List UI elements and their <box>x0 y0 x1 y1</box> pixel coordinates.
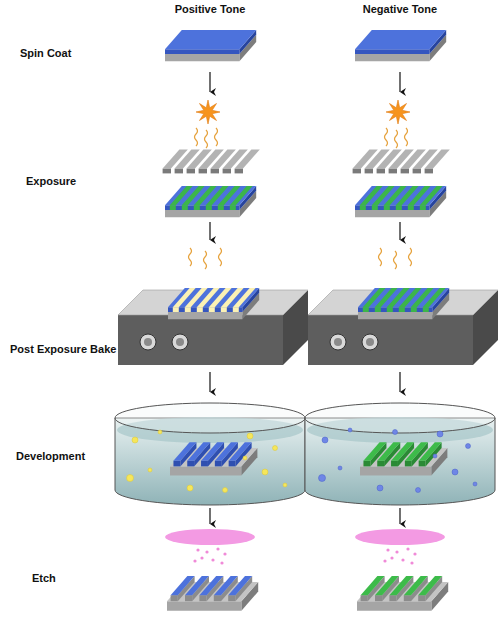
developer-dish <box>305 403 495 505</box>
plasma-etch <box>355 529 445 565</box>
light-wave <box>385 128 388 146</box>
step-label: Development <box>16 450 85 463</box>
bubble <box>466 444 471 449</box>
column-heading: Negative Tone <box>363 3 437 16</box>
step-label: Post Exposure Bake <box>10 343 116 356</box>
exposed-wafer <box>355 186 446 217</box>
photomask <box>163 149 260 173</box>
negative-column <box>305 30 498 611</box>
heat-wave <box>189 248 192 266</box>
bubble <box>437 431 443 437</box>
bubble <box>158 430 162 434</box>
bubble <box>247 433 253 439</box>
light-wave <box>405 128 408 146</box>
step-label: Etch <box>32 572 56 585</box>
step-label: Exposure <box>26 175 76 188</box>
step-label: Spin Coat <box>20 47 71 60</box>
step-arrow <box>399 72 400 92</box>
step-arrow <box>209 222 210 240</box>
step-arrow <box>209 372 210 392</box>
developed-wafer <box>170 442 257 475</box>
plasma-etch <box>165 529 255 565</box>
dissolved-resist-bubbles <box>127 430 288 493</box>
bubble <box>319 475 326 482</box>
bubble <box>433 454 437 458</box>
photomask <box>353 149 450 173</box>
bubble <box>416 488 421 493</box>
step-arrow <box>209 72 210 92</box>
dissolved-resist-bubbles <box>319 428 478 493</box>
bubble <box>452 469 458 475</box>
heat-wave <box>379 248 382 266</box>
bubble <box>338 466 342 470</box>
bubble <box>187 485 193 491</box>
bubble <box>322 437 328 443</box>
bubble <box>148 468 152 472</box>
column-heading: Positive Tone <box>175 3 246 16</box>
light-wave <box>215 128 218 146</box>
developed-wafer <box>360 442 447 475</box>
bubble <box>393 430 398 435</box>
bubble <box>223 488 228 493</box>
coated-wafer <box>165 30 256 61</box>
step-arrow <box>399 508 400 524</box>
heat-wave <box>409 248 412 266</box>
bubble <box>273 446 278 451</box>
etched-wafer <box>357 576 448 611</box>
heat-wave <box>394 251 397 269</box>
bubble <box>132 437 138 443</box>
heat-wave <box>219 248 222 266</box>
step-arrow <box>399 372 400 392</box>
bubble <box>262 469 268 475</box>
bubble <box>243 456 247 460</box>
light-wave <box>195 128 198 146</box>
light-source <box>386 100 410 124</box>
positive-column <box>115 30 308 611</box>
baked-wafer <box>358 288 449 319</box>
light-source <box>196 100 220 124</box>
bubble <box>377 485 383 491</box>
etched-wafer <box>167 576 258 611</box>
developer-dish <box>115 403 305 505</box>
step-arrow <box>399 222 400 240</box>
light-wave <box>205 130 208 148</box>
coated-wafer <box>355 30 446 61</box>
step-arrow <box>209 508 210 524</box>
bubble <box>127 475 134 482</box>
bubble <box>473 482 477 486</box>
bubble <box>283 483 287 487</box>
baked-wafer <box>168 288 259 319</box>
light-wave <box>395 130 398 148</box>
exposed-wafer <box>165 186 256 217</box>
bubble <box>348 428 352 432</box>
heat-wave <box>204 251 207 269</box>
